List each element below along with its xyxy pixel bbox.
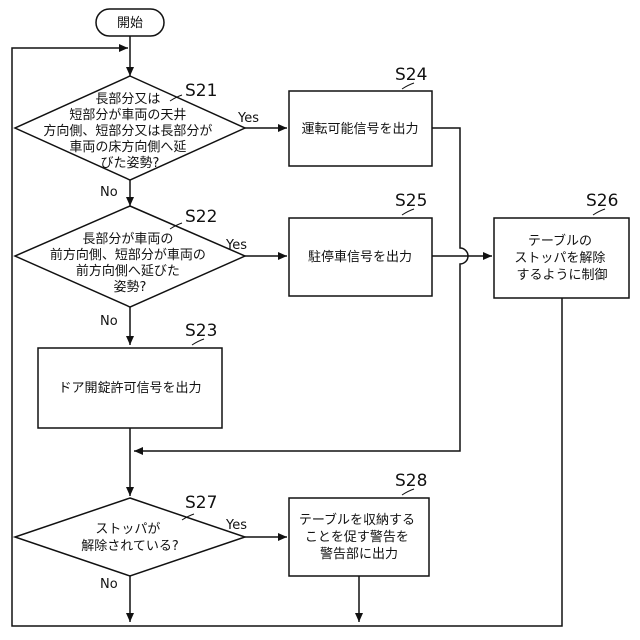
decision-s27: ストッパが 解除されている? S27 Yes No [15,493,247,592]
process-s26: テーブルの ストッパを解除 するように制御 S26 [494,191,629,298]
s25-text: 駐停車信号を出力 [308,249,412,265]
s28-line-3: 警告部に出力 [320,546,398,562]
decision-s22: 長部分が車両の 前方向側、短部分が車両の 前方向側へ延びた 姿勢? S22 Ye… [15,206,247,329]
s21-line-2: 短部分が車両の天井 [69,108,186,123]
decision-s21: 長部分又は 短部分が車両の天井 方向側、短部分又は長部分が 車両の床方向側へ延 … [15,76,259,200]
s24-step-label: S24 [395,65,427,85]
s23-step-label: S23 [185,321,217,341]
s21-yes-label: Yes [237,111,259,126]
start-label: 開始 [117,16,143,31]
s21-line-3: 方向側、短部分又は長部分が [43,123,212,139]
s27-step-label: S27 [185,493,217,513]
s22-line-2: 前方向側、短部分が車両の [50,247,206,263]
s26-line-3: するように制御 [516,268,607,283]
s21-no-label: No [100,185,118,200]
s27-line-2: 解除されている? [81,539,179,554]
s27-yes-label: Yes [225,518,247,533]
s28-line-2: ことを促す警告を [305,529,409,545]
s21-line-4: 車両の床方向側へ延 [69,139,186,155]
s22-line-4: 姿勢? [114,279,147,295]
line-s26-to-loop [130,298,562,626]
s23-text: ドア開錠許可信号を出力 [58,381,201,396]
s22-yes-label: Yes [225,238,247,253]
process-s25: 駐停車信号を出力 S25 [289,191,432,296]
s28-line-1: テーブルを収納する [299,512,415,528]
s26-text: テーブルの ストッパを解除 するように制御 [514,233,609,283]
s22-no-label: No [100,314,118,329]
s27-line-1: ストッパが [95,522,160,537]
s22-line-3: 前方向側へ延びた [76,263,180,279]
s21-line-1: 長部分又は [95,92,160,107]
start-terminal: 開始 [96,9,164,36]
s24-text: 運転可能信号を出力 [301,122,418,137]
s28-step-label: S28 [395,471,427,491]
s21-step-label: S21 [185,81,217,101]
s22-line-1: 長部分が車両の [82,232,173,247]
s26-line-2: ストッパを解除 [514,251,605,266]
s21-line-5: びた姿勢? [101,155,160,171]
s22-step-label: S22 [185,207,217,227]
s26-step-label: S26 [586,191,618,211]
s26-line-1: テーブルの [528,233,592,249]
s25-step-label: S25 [395,191,427,211]
s27-no-label: No [100,577,118,592]
process-s28: テーブルを収納する ことを促す警告を 警告部に出力 S28 [289,471,429,576]
process-s24: 運転可能信号を出力 S24 [289,65,432,166]
